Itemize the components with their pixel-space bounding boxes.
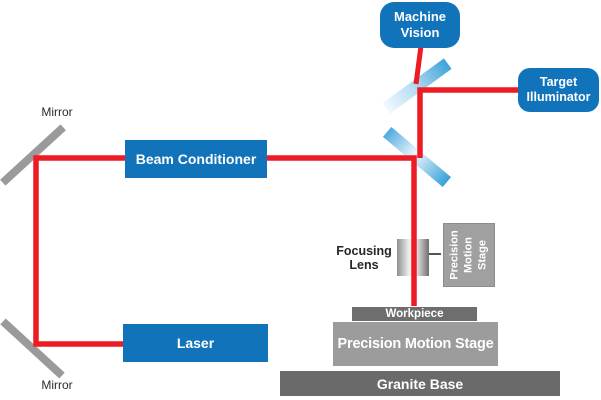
machine-vision-label: Machine Vision (393, 9, 446, 40)
target-illuminator-label: Target Illuminator (526, 74, 591, 104)
precision-motion-stage-vertical-label: Precision Motion Stage (448, 230, 488, 280)
precision-motion-stage-vertical-box: Precision Motion Stage (443, 223, 495, 287)
beam-to-machine-vision (413, 45, 424, 85)
mirror-top-glyph (0, 124, 66, 186)
granite-base-label: Granite Base (376, 375, 464, 392)
beam-main-path (33, 155, 417, 347)
focusing-lens-label: Focusing Lens (336, 244, 392, 273)
laser-label: Laser (176, 335, 215, 351)
granite-base-box: Granite Base (280, 371, 560, 396)
mirror-bottom-glyph (0, 318, 65, 379)
laser-box: Laser (123, 324, 268, 362)
workpiece-label: Workpiece (385, 308, 444, 320)
beam-splitter-upper-glyph (382, 58, 452, 114)
beam-conditioner-box: Beam Conditioner (125, 140, 267, 178)
beam-conditioner-label: Beam Conditioner (135, 151, 257, 167)
workpiece-box: Workpiece (352, 307, 477, 321)
beam-vision-column (417, 87, 520, 158)
precision-motion-stage-label: Precision Motion Stage (337, 336, 494, 352)
mirror-top-label: Mirror (41, 105, 73, 119)
beam-splitter-lower-glyph (382, 126, 452, 188)
machine-vision-box: Machine Vision (380, 2, 460, 48)
target-illuminator-box: Target Illuminator (518, 68, 599, 112)
mirror-bottom-label: Mirror (41, 378, 73, 392)
precision-motion-stage-box: Precision Motion Stage (333, 322, 498, 366)
